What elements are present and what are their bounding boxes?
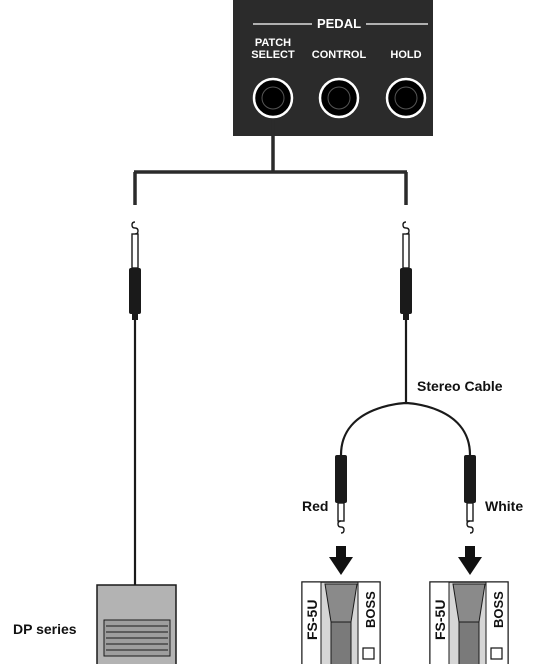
fs5u-white-label-strip bbox=[429, 581, 450, 664]
red-arrow-shaft bbox=[336, 546, 346, 558]
right-plug-strain-relief bbox=[403, 314, 409, 320]
fs5u-red-label-strip bbox=[301, 581, 322, 664]
fs5u-white-brand-strip bbox=[485, 581, 509, 664]
dp-series-label: DP series bbox=[13, 621, 77, 637]
fs5u-pedal-white: FS-5U BOSS bbox=[429, 581, 509, 664]
left-plug-strain-relief bbox=[132, 314, 138, 320]
right-plug-body bbox=[400, 268, 412, 314]
control-jack-hole bbox=[327, 86, 351, 110]
fs5u-pedal-red: FS-5U BOSS bbox=[301, 581, 381, 664]
white-label: White bbox=[485, 498, 523, 514]
white-plug bbox=[464, 455, 476, 534]
fs5u-red-model-text: FS-5U bbox=[304, 600, 320, 640]
fs5u-red-brand-text: BOSS bbox=[363, 591, 378, 628]
red-arrow-head bbox=[329, 557, 353, 575]
patch-select-jack-hole bbox=[261, 86, 285, 110]
jack-label-control: CONTROL bbox=[312, 49, 367, 61]
fs5u-red-brand-strip bbox=[357, 581, 381, 664]
fs5u-white-pedal-plate bbox=[458, 621, 480, 664]
right-stereo-plug bbox=[400, 221, 412, 320]
red-label: Red bbox=[302, 498, 328, 514]
stereo-cable-label: Stereo Cable bbox=[417, 378, 503, 394]
stereo-cable-split bbox=[339, 401, 472, 456]
white-plug-body bbox=[464, 455, 476, 503]
hold-jack[interactable] bbox=[385, 77, 427, 119]
control-jack[interactable] bbox=[318, 77, 360, 119]
arrow-down-icon-white bbox=[458, 546, 482, 575]
white-plug-tip bbox=[466, 520, 474, 534]
red-plug bbox=[335, 455, 347, 534]
white-arrow-shaft bbox=[465, 546, 475, 558]
connection-bracket bbox=[133, 120, 408, 205]
pedal-section-label: PEDAL bbox=[317, 16, 361, 31]
fs5u-white-pedal-top bbox=[452, 583, 486, 623]
hold-jack-hole bbox=[394, 86, 418, 110]
red-plug-body bbox=[335, 455, 347, 503]
left-plug-sleeve bbox=[131, 233, 139, 269]
white-arrow-head bbox=[458, 557, 482, 575]
left-plug-body bbox=[129, 268, 141, 314]
left-plug bbox=[129, 221, 141, 320]
fs5u-white-logo-box bbox=[490, 647, 503, 660]
dp-pedal-ridges bbox=[106, 625, 168, 651]
red-plug-tip bbox=[337, 520, 345, 534]
fs5u-red-pedal-plate bbox=[330, 621, 352, 664]
right-plug-tip bbox=[402, 221, 410, 235]
left-plug-tip bbox=[131, 221, 139, 235]
fs5u-red-logo-box bbox=[362, 647, 375, 660]
right-plug-sleeve bbox=[402, 233, 410, 269]
jack-label-patch-select-line1: PATCH bbox=[255, 37, 291, 49]
dp-series-pedal bbox=[96, 584, 177, 664]
arrow-down-icon-red bbox=[329, 546, 353, 575]
pedal-jack-panel: PEDAL PATCH SELECT CONTROL HOLD bbox=[233, 0, 433, 136]
fs5u-red-pedal-top bbox=[324, 583, 358, 623]
jack-label-hold: HOLD bbox=[390, 49, 421, 61]
white-plug-sleeve bbox=[466, 502, 474, 522]
red-plug-sleeve bbox=[337, 502, 345, 522]
patch-select-jack[interactable] bbox=[252, 77, 294, 119]
jack-label-patch-select-line2: SELECT bbox=[251, 49, 295, 61]
fs5u-white-model-text: FS-5U bbox=[432, 600, 448, 640]
fs5u-white-brand-text: BOSS bbox=[491, 591, 506, 628]
